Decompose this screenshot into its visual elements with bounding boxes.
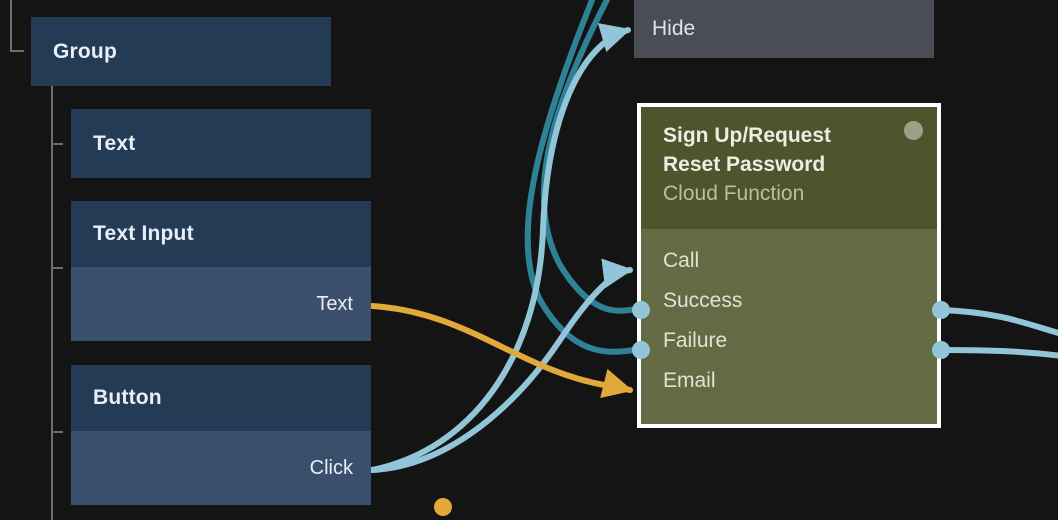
port-label-success: Success xyxy=(663,289,743,312)
port-label-failure: Failure xyxy=(663,329,728,352)
status-dot-icon xyxy=(904,121,923,140)
wire-out1-to-offscreen-right xyxy=(938,307,1058,336)
wire-offscreen-to-failure xyxy=(524,0,644,355)
port-label-click: Click xyxy=(309,456,353,479)
node-button-body: Click xyxy=(71,431,371,505)
node-button-title: Button xyxy=(71,365,371,431)
wire-out2-to-offscreen-right xyxy=(938,347,1058,359)
node-cloud-function-title: Sign Up/Request Reset Password xyxy=(663,124,832,176)
port-row-email[interactable]: Email xyxy=(641,361,937,401)
wire-text-to-email xyxy=(369,303,633,399)
output-port-text[interactable] xyxy=(434,498,452,516)
node-text-input-title: Text Input xyxy=(71,201,371,267)
node-hide[interactable]: Hide xyxy=(634,0,934,58)
input-port-failure[interactable] xyxy=(632,341,650,359)
port-row-call[interactable]: Call xyxy=(641,241,937,281)
tree-line-root-horizontal xyxy=(10,50,24,52)
node-button[interactable]: Button Click xyxy=(71,365,371,505)
wire-click-to-hide xyxy=(369,23,631,473)
node-cloud-function-ports: Call Success Failure Email xyxy=(641,229,937,401)
tree-line-children-vertical xyxy=(51,85,53,520)
tree-line-tick-text xyxy=(51,143,63,145)
tree-line-root-vertical xyxy=(10,0,12,51)
node-cloud-function[interactable]: Sign Up/Request Reset Password Cloud Fun… xyxy=(637,103,941,428)
node-text-input-body: Text xyxy=(71,267,371,341)
wire-click-to-call xyxy=(369,258,633,473)
port-row-click-output[interactable]: Click xyxy=(71,431,371,505)
node-text-title: Text xyxy=(71,109,371,178)
node-group[interactable]: Group xyxy=(31,17,331,86)
wire-offscreen-to-success xyxy=(540,0,644,314)
port-row-failure[interactable]: Failure xyxy=(641,321,937,361)
port-label-text: Text xyxy=(316,292,353,315)
node-hide-title: Hide xyxy=(652,17,696,40)
node-cloud-function-subtitle: Cloud Function xyxy=(663,182,805,205)
input-port-success[interactable] xyxy=(632,301,650,319)
port-label-email: Email xyxy=(663,369,716,392)
node-cloud-function-header: Sign Up/Request Reset Password Cloud Fun… xyxy=(641,107,937,229)
output-port-2[interactable] xyxy=(932,341,950,359)
port-row-text-output[interactable]: Text xyxy=(71,267,371,341)
output-port-1[interactable] xyxy=(932,301,950,319)
node-group-title: Group xyxy=(31,17,331,86)
node-text-input[interactable]: Text Input Text xyxy=(71,201,452,516)
node-text[interactable]: Text xyxy=(71,109,371,178)
port-row-success[interactable]: Success xyxy=(641,281,937,321)
port-label-call: Call xyxy=(663,249,700,272)
tree-line-tick-button xyxy=(51,431,63,433)
tree-line-tick-text-input xyxy=(51,267,63,269)
